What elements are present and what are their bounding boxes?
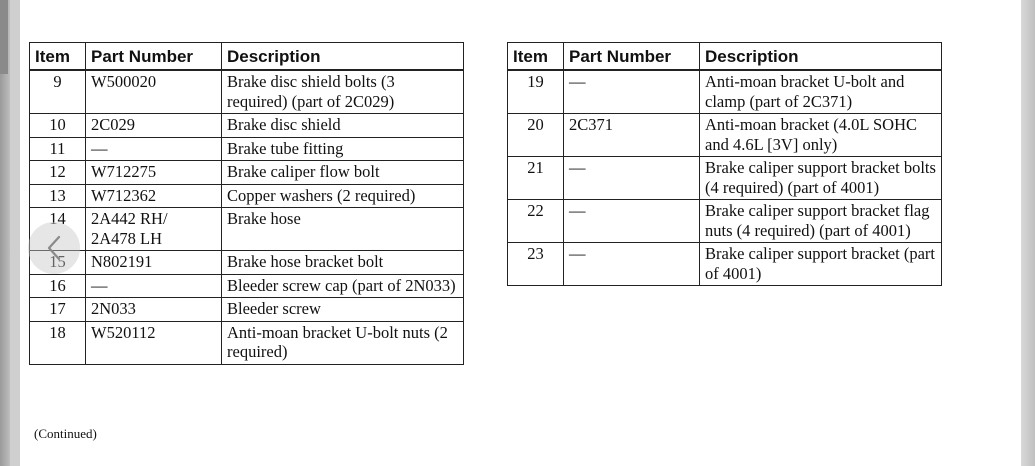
- description: Anti-moan bracket U-bolt nuts (2 require…: [221, 320, 464, 365]
- part-number: 2C029: [85, 113, 222, 138]
- item-number: 22: [507, 199, 564, 243]
- item-number: 13: [29, 183, 86, 208]
- description: Brake hose bracket bolt: [221, 250, 464, 275]
- description: Brake tube fitting: [221, 136, 464, 161]
- description: Anti-moan bracket U-bolt and clamp (part…: [699, 69, 942, 114]
- part-number: —: [563, 69, 700, 114]
- description: Bleeder screw: [221, 297, 464, 322]
- item-number: 12: [29, 160, 86, 185]
- item-number: 14: [29, 207, 86, 251]
- description: Brake hose: [221, 207, 464, 251]
- part-number: W520112: [85, 320, 222, 365]
- page-edge: [1021, 0, 1035, 466]
- vertical-scrollbar[interactable]: [0, 0, 10, 466]
- item-number: 9: [29, 69, 86, 114]
- table-header-row: Item Part Number Description: [29, 42, 464, 71]
- part-number: N802191: [85, 250, 222, 275]
- item-number: 19: [507, 69, 564, 114]
- part-number: —: [563, 242, 700, 286]
- header-item: Item: [507, 42, 564, 71]
- table-row: 22—Brake caliper support bracket flag nu…: [507, 199, 942, 243]
- item-number: 10: [29, 113, 86, 138]
- description: Brake disc shield bolts (3 required) (pa…: [221, 69, 464, 114]
- description: Brake caliper flow bolt: [221, 160, 464, 185]
- item-number: 20: [507, 113, 564, 157]
- part-number: 2N033: [85, 297, 222, 322]
- chevron-left-icon: [47, 235, 61, 261]
- continued-note: (Continued): [34, 426, 97, 441]
- part-number: —: [85, 273, 222, 298]
- table-row: 16—Bleeder screw cap (part of 2N033): [29, 273, 464, 298]
- table-row: 21—Brake caliper support bracket bolts (…: [507, 156, 942, 200]
- item-number: 18: [29, 320, 86, 365]
- part-number: W500020: [85, 69, 222, 114]
- part-number: W712275: [85, 160, 222, 185]
- header-item: Item: [29, 42, 86, 71]
- previous-page-button[interactable]: [28, 222, 80, 274]
- item-number: 23: [507, 242, 564, 286]
- table-row: 19—Anti-moan bracket U-bolt and clamp (p…: [507, 69, 942, 114]
- header-description: Description: [221, 42, 464, 71]
- table-row: 23—Brake caliper support bracket (part o…: [507, 242, 942, 286]
- description: Brake caliper support bracket (part of 4…: [699, 242, 942, 286]
- item-number: 17: [29, 297, 86, 322]
- table-header-row: Item Part Number Description: [507, 42, 942, 71]
- scrollbar-thumb[interactable]: [0, 0, 8, 74]
- item-number: 15: [29, 250, 86, 275]
- header-part-number: Part Number: [563, 42, 700, 71]
- part-number: —: [85, 136, 222, 161]
- description: Brake disc shield: [221, 113, 464, 138]
- description: Brake caliper support bracket flag nuts …: [699, 199, 942, 243]
- description: Anti-moan bracket (4.0L SOHC and 4.6L [3…: [699, 113, 942, 157]
- description: Bleeder screw cap (part of 2N033): [221, 273, 464, 298]
- table-row: 11—Brake tube fitting: [29, 136, 464, 161]
- part-number: W712362: [85, 183, 222, 208]
- description: Brake caliper support bracket bolts (4 r…: [699, 156, 942, 200]
- item-number: 21: [507, 156, 564, 200]
- part-number: 2C371: [563, 113, 700, 157]
- header-description: Description: [699, 42, 942, 71]
- item-number: 11: [29, 136, 86, 161]
- part-number: 2A442 RH/ 2A478 LH: [85, 207, 222, 251]
- parts-table-right: Item Part Number Description 19—Anti-moa…: [507, 42, 942, 286]
- part-number: —: [563, 199, 700, 243]
- part-number: —: [563, 156, 700, 200]
- header-part-number: Part Number: [85, 42, 222, 71]
- description: Copper washers (2 required): [221, 183, 464, 208]
- item-number: 16: [29, 273, 86, 298]
